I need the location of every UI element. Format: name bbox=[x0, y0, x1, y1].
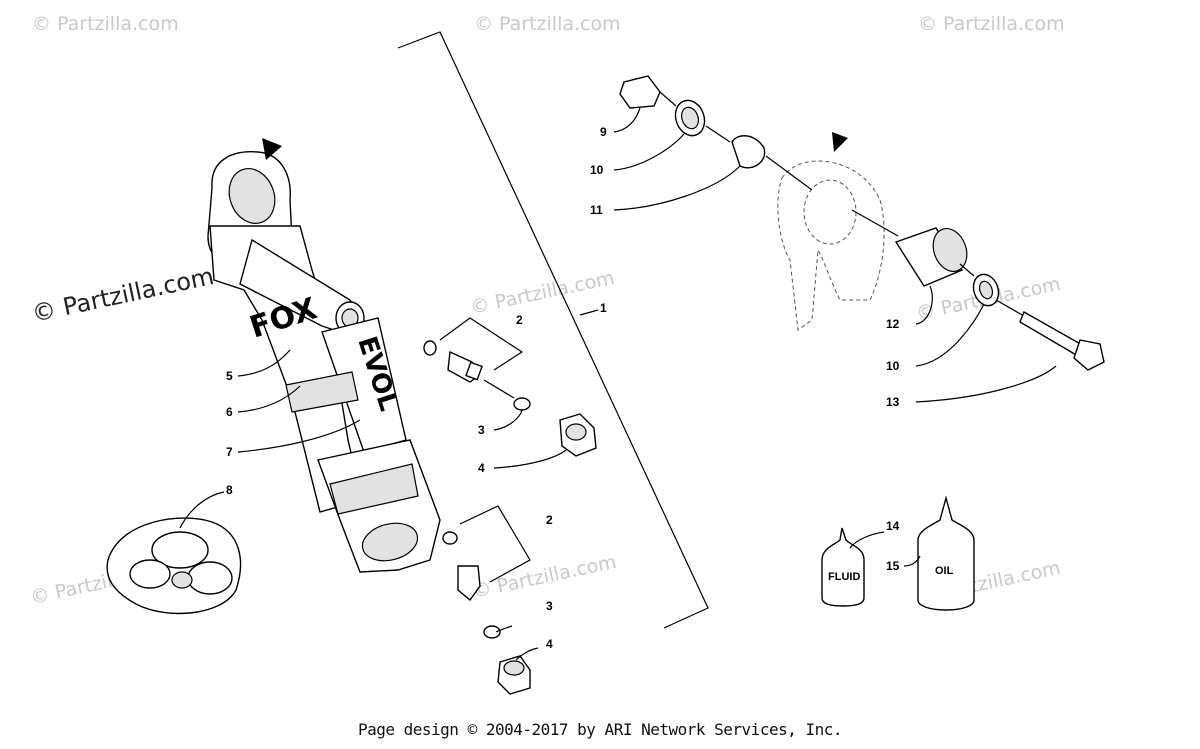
seal-kit-bag bbox=[106, 517, 242, 615]
fluid-bottle: FLUID bbox=[821, 527, 865, 607]
callout-4: 4 bbox=[478, 461, 485, 475]
callout-6: 6 bbox=[226, 405, 233, 419]
callout-3: 3 bbox=[546, 599, 553, 613]
watermark-main: © Partzilla.com bbox=[29, 262, 216, 328]
sleeve-12 bbox=[894, 227, 964, 287]
callout-12: 12 bbox=[886, 317, 900, 331]
arrow-indicator bbox=[262, 138, 282, 160]
callout-7: 7 bbox=[226, 445, 233, 459]
cap-upper bbox=[559, 413, 597, 457]
bushing-assembly bbox=[619, 75, 1105, 371]
oil-label: OIL bbox=[935, 565, 954, 577]
shock-absorber: FOX EVOL bbox=[207, 151, 441, 573]
callout-4: 4 bbox=[546, 637, 553, 651]
watermark: © Partzilla.com bbox=[918, 13, 1065, 35]
callout-3: 3 bbox=[478, 423, 485, 437]
callout-11: 11 bbox=[590, 203, 603, 217]
ball-11 bbox=[731, 135, 766, 169]
watermark: © Partzilla.com bbox=[474, 13, 621, 35]
callout-9: 9 bbox=[600, 125, 607, 139]
callout-8: 8 bbox=[226, 483, 233, 497]
page-footer: Page design © 2004-2017 by ARI Network S… bbox=[357, 720, 843, 739]
callout-5: 5 bbox=[226, 369, 233, 383]
callout-2: 2 bbox=[516, 313, 523, 327]
callout-10: 10 bbox=[886, 359, 900, 373]
assembly-bracket bbox=[397, 31, 709, 629]
washer-lower bbox=[483, 625, 501, 639]
callout-1: 1 bbox=[600, 301, 607, 315]
nut-9 bbox=[619, 75, 661, 109]
callout-14: 14 bbox=[886, 519, 900, 533]
bolt-13 bbox=[1019, 310, 1085, 357]
callout-15: 15 bbox=[886, 559, 900, 573]
watermark: © Partzilla.com bbox=[32, 13, 179, 35]
callout-2: 2 bbox=[546, 513, 553, 527]
leader-lines bbox=[179, 107, 1057, 661]
arrow-indicator bbox=[832, 132, 848, 152]
callout-10: 10 bbox=[590, 163, 604, 177]
valve-upper bbox=[423, 317, 524, 383]
cap-lower bbox=[497, 655, 531, 695]
callouts: 1 2 2 3 3 4 4 5 6 7 8 9 10 10 11 12 13 1… bbox=[226, 125, 900, 651]
fluid-label: FLUID bbox=[828, 571, 860, 583]
watermark: © Partzilla.com bbox=[470, 551, 618, 603]
valve-lower bbox=[442, 505, 531, 602]
washer-upper bbox=[513, 397, 531, 411]
callout-13: 13 bbox=[886, 395, 900, 409]
oil-bottle: OIL bbox=[917, 495, 975, 611]
